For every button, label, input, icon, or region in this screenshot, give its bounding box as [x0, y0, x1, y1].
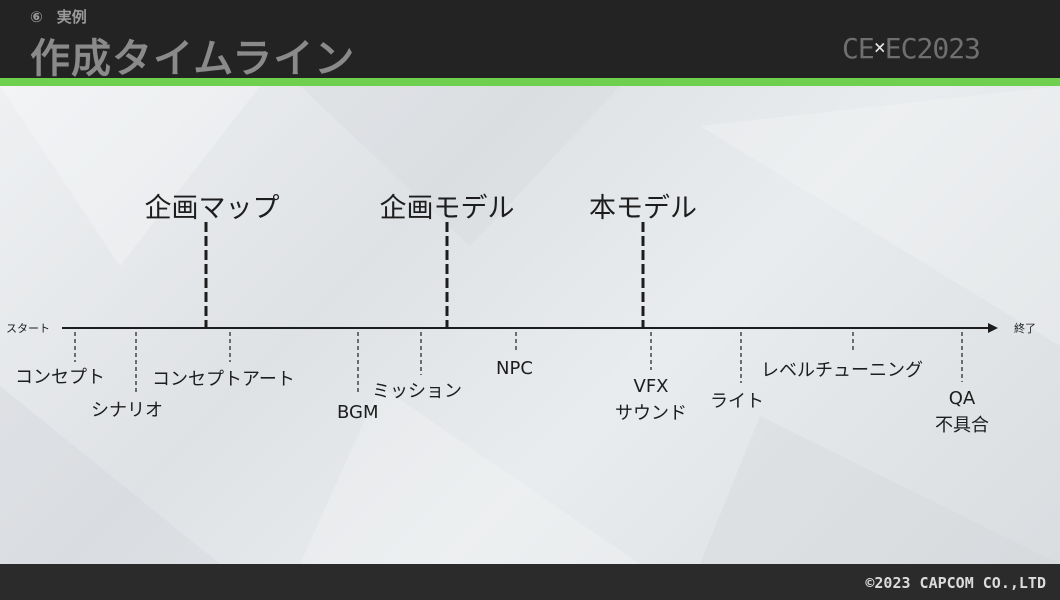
- task-label: シナリオ: [91, 400, 163, 421]
- milestone-label: 本モデル: [589, 193, 697, 224]
- task-label: レベルチューニング: [761, 360, 923, 381]
- task-label: ライト: [710, 391, 764, 412]
- task-label: コンセプトアート: [152, 369, 295, 390]
- background-facets: [0, 86, 1060, 564]
- timeline-end-label: 終了: [1014, 322, 1036, 335]
- logo-right: EC2023: [884, 32, 981, 65]
- task-label: QA: [948, 388, 976, 409]
- milestone-label: 企画マップ: [144, 193, 280, 224]
- task-label: ミッション: [372, 381, 462, 402]
- section-label-text: 実例: [56, 8, 87, 26]
- copyright-text: ©2023 CAPCOM CO.,LTD: [865, 574, 1046, 592]
- task-label: VFX: [633, 376, 669, 397]
- task-tick-group: [74, 332, 963, 395]
- timeline-start-label: スタート: [6, 322, 50, 335]
- page-title: 作成タイムライン: [30, 36, 356, 82]
- section-number: ⑥: [30, 8, 43, 26]
- logo-left: CE: [842, 32, 875, 65]
- accent-divider: [0, 78, 1060, 86]
- footer-bar: ©2023 CAPCOM CO.,LTD: [0, 564, 1060, 600]
- logo-mark: ×: [873, 35, 886, 59]
- timeline-arrowhead: [988, 323, 998, 333]
- event-logo: CE×EC2023: [842, 32, 981, 65]
- slide-content: [0, 86, 1060, 564]
- section-label: ⑥ 実例: [30, 6, 87, 27]
- header-bar: ⑥ 実例 作成タイムライン CE×EC2023: [0, 0, 1060, 82]
- task-label: NPC: [496, 358, 533, 379]
- task-label: 不具合: [935, 415, 989, 436]
- task-label: BGM: [337, 402, 379, 423]
- task-label: サウンド: [615, 403, 687, 424]
- task-label: コンセプト: [15, 367, 105, 388]
- milestone-label: 企画モデル: [379, 193, 515, 224]
